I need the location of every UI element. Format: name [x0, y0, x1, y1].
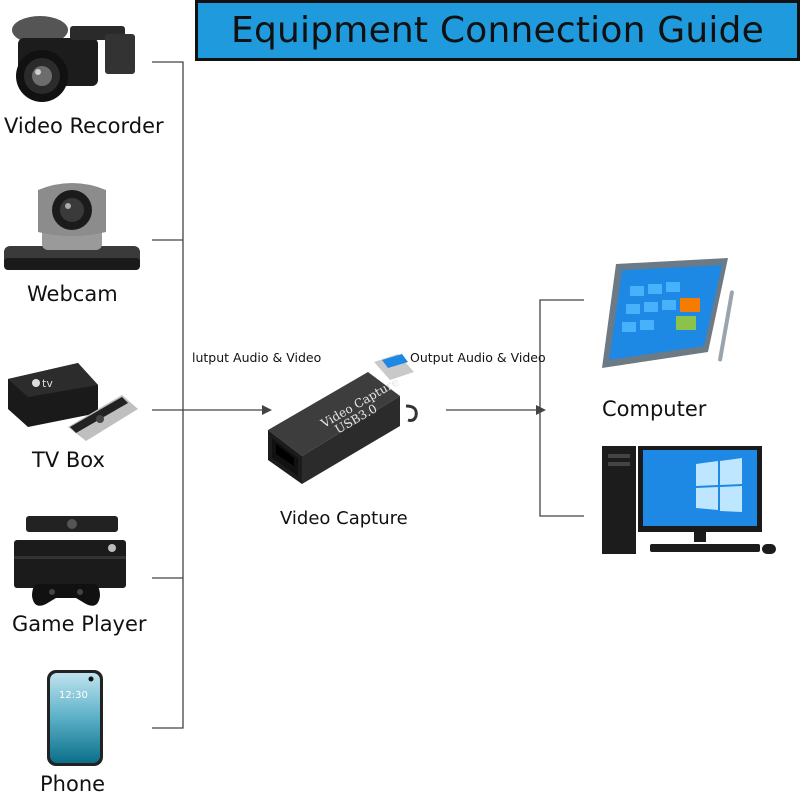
video-capture-dongle-icon: Video Capture USB3.0 — [268, 354, 418, 484]
game-console-icon — [14, 516, 126, 606]
input-arrowhead — [262, 405, 272, 415]
phone-label: Phone — [40, 772, 106, 796]
video-capture-label: Video Capture — [280, 508, 408, 529]
page-title: Equipment Connection Guide — [231, 10, 764, 51]
output-arrowhead — [536, 405, 546, 415]
tablet-computer-icon — [602, 258, 734, 368]
webcam-label: Webcam — [27, 282, 118, 306]
computer-label: Computer — [602, 397, 707, 421]
tv-box-label: TV Box — [32, 448, 105, 472]
webcam-icon — [4, 183, 140, 270]
input-connection-label: lutput Audio & Video — [192, 350, 322, 365]
svg-text:12:30: 12:30 — [59, 690, 88, 701]
video-recorder-label: Video Recorder — [4, 114, 164, 138]
game-player-label: Game Player — [12, 612, 147, 636]
title-banner: Equipment Connection Guide — [195, 0, 800, 61]
left-bracket-line — [152, 61, 184, 729]
desktop-computer-icon — [602, 446, 776, 554]
right-bracket-line — [539, 299, 584, 517]
tv-box-icon: tv — [8, 363, 138, 441]
svg-text:tv: tv — [42, 377, 53, 390]
video-recorder-icon — [12, 16, 135, 102]
phone-icon: 12:30 — [47, 670, 103, 766]
output-connection-label: Output Audio & Video — [410, 350, 546, 365]
